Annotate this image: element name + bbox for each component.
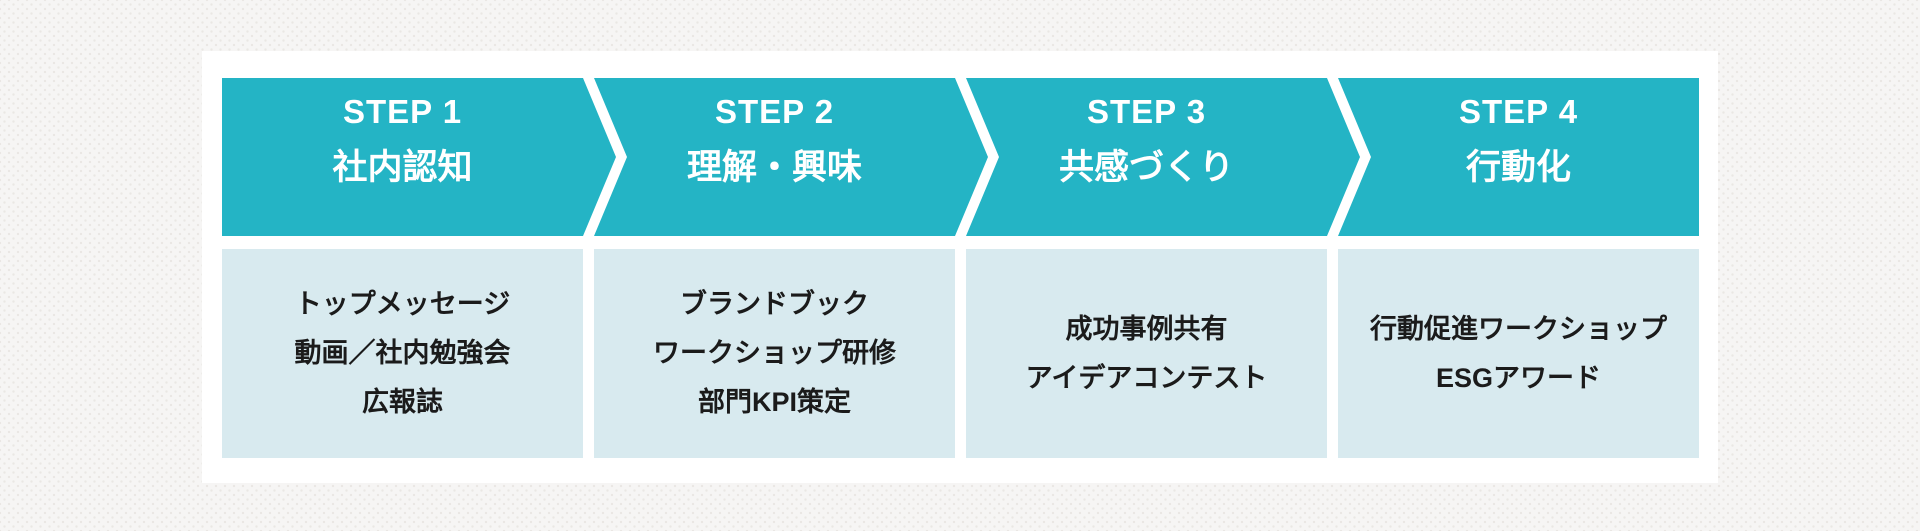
process-card: STEP 1 社内認知 トップメッセージ 動画／社内勉強会 広報誌 STEP 2… — [202, 51, 1718, 483]
step4-item: ESGアワード — [1435, 362, 1602, 393]
step3-items-box: 成功事例共有 アイデアコンテスト — [966, 249, 1327, 458]
step1-header-text: STEP 1 社内認知 — [222, 78, 583, 236]
step3-header-arrow: STEP 3 共感づくり — [966, 78, 1360, 236]
step1-item: トップメッセージ — [294, 289, 511, 319]
step1-header-arrow: STEP 1 社内認知 — [222, 78, 616, 236]
step4-items-box: 行動促進ワークショップ ESGアワード — [1338, 249, 1699, 458]
step4-title: 行動化 — [1465, 148, 1571, 187]
step1-item: 広報誌 — [362, 387, 443, 417]
step2-header-text: STEP 2 理解・興味 — [594, 78, 955, 236]
step3-title: 共感づくり — [1058, 148, 1234, 187]
step3-header-text: STEP 3 共感づくり — [966, 78, 1327, 236]
step4-label: STEP 4 — [1458, 93, 1579, 130]
step3-label: STEP 3 — [1086, 93, 1207, 130]
step2-label: STEP 2 — [714, 93, 835, 130]
step1-title: 社内認知 — [332, 148, 473, 187]
step1-items-box: トップメッセージ 動画／社内勉強会 広報誌 — [222, 249, 583, 458]
step3-item: アイデアコンテスト — [1025, 362, 1268, 393]
step1-label: STEP 1 — [342, 93, 463, 130]
step1-item: 動画／社内勉強会 — [294, 338, 511, 368]
step2-item: ワークショップ研修 — [653, 338, 896, 368]
step2-header-arrow: STEP 2 理解・興味 — [594, 78, 988, 236]
step2-items-box: ブランドブック ワークショップ研修 部門KPI策定 — [594, 249, 955, 458]
step2-item: 部門KPI策定 — [697, 387, 851, 417]
step4-header-arrow: STEP 4 行動化 — [1338, 78, 1699, 236]
step2-item: ブランドブック — [680, 289, 869, 319]
step4-item: 行動促進ワークショップ — [1370, 313, 1667, 344]
step4-header-text: STEP 4 行動化 — [1338, 78, 1699, 236]
step2-title: 理解・興味 — [686, 148, 862, 187]
step3-item: 成功事例共有 — [1065, 313, 1228, 344]
